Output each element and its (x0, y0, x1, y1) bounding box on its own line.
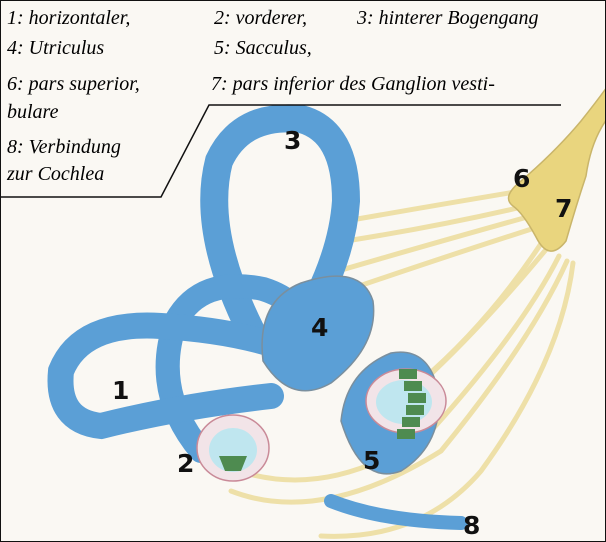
legend-item-7-continued: bulare (7, 101, 58, 123)
legend-item-1: 1: horizontaler, (7, 7, 130, 29)
label-4: 4 (311, 315, 328, 340)
label-8: 8 (463, 513, 480, 538)
legend-item-5: 5: Sacculus, (214, 37, 312, 59)
legend-item-7: 7: pars inferior des Ganglion vesti- (211, 73, 495, 95)
label-6: 6 (513, 166, 530, 191)
label-7: 7 (555, 196, 572, 221)
label-3: 3 (284, 128, 301, 153)
ampulla (197, 415, 269, 481)
legend-item-3: 3: hinterer Bogengang (357, 7, 538, 29)
legend-item-8: 8: Verbindung (7, 136, 121, 158)
label-2: 2 (177, 451, 194, 476)
label-1: 1 (112, 378, 129, 403)
label-5: 5 (363, 448, 380, 473)
legend-item-8-continued: zur Cochlea (7, 163, 104, 185)
legend-item-4: 4: Utriculus (7, 37, 104, 59)
legend-item-6: 6: pars superior, (7, 73, 140, 95)
legend-item-2: 2: vorderer, (214, 7, 307, 29)
